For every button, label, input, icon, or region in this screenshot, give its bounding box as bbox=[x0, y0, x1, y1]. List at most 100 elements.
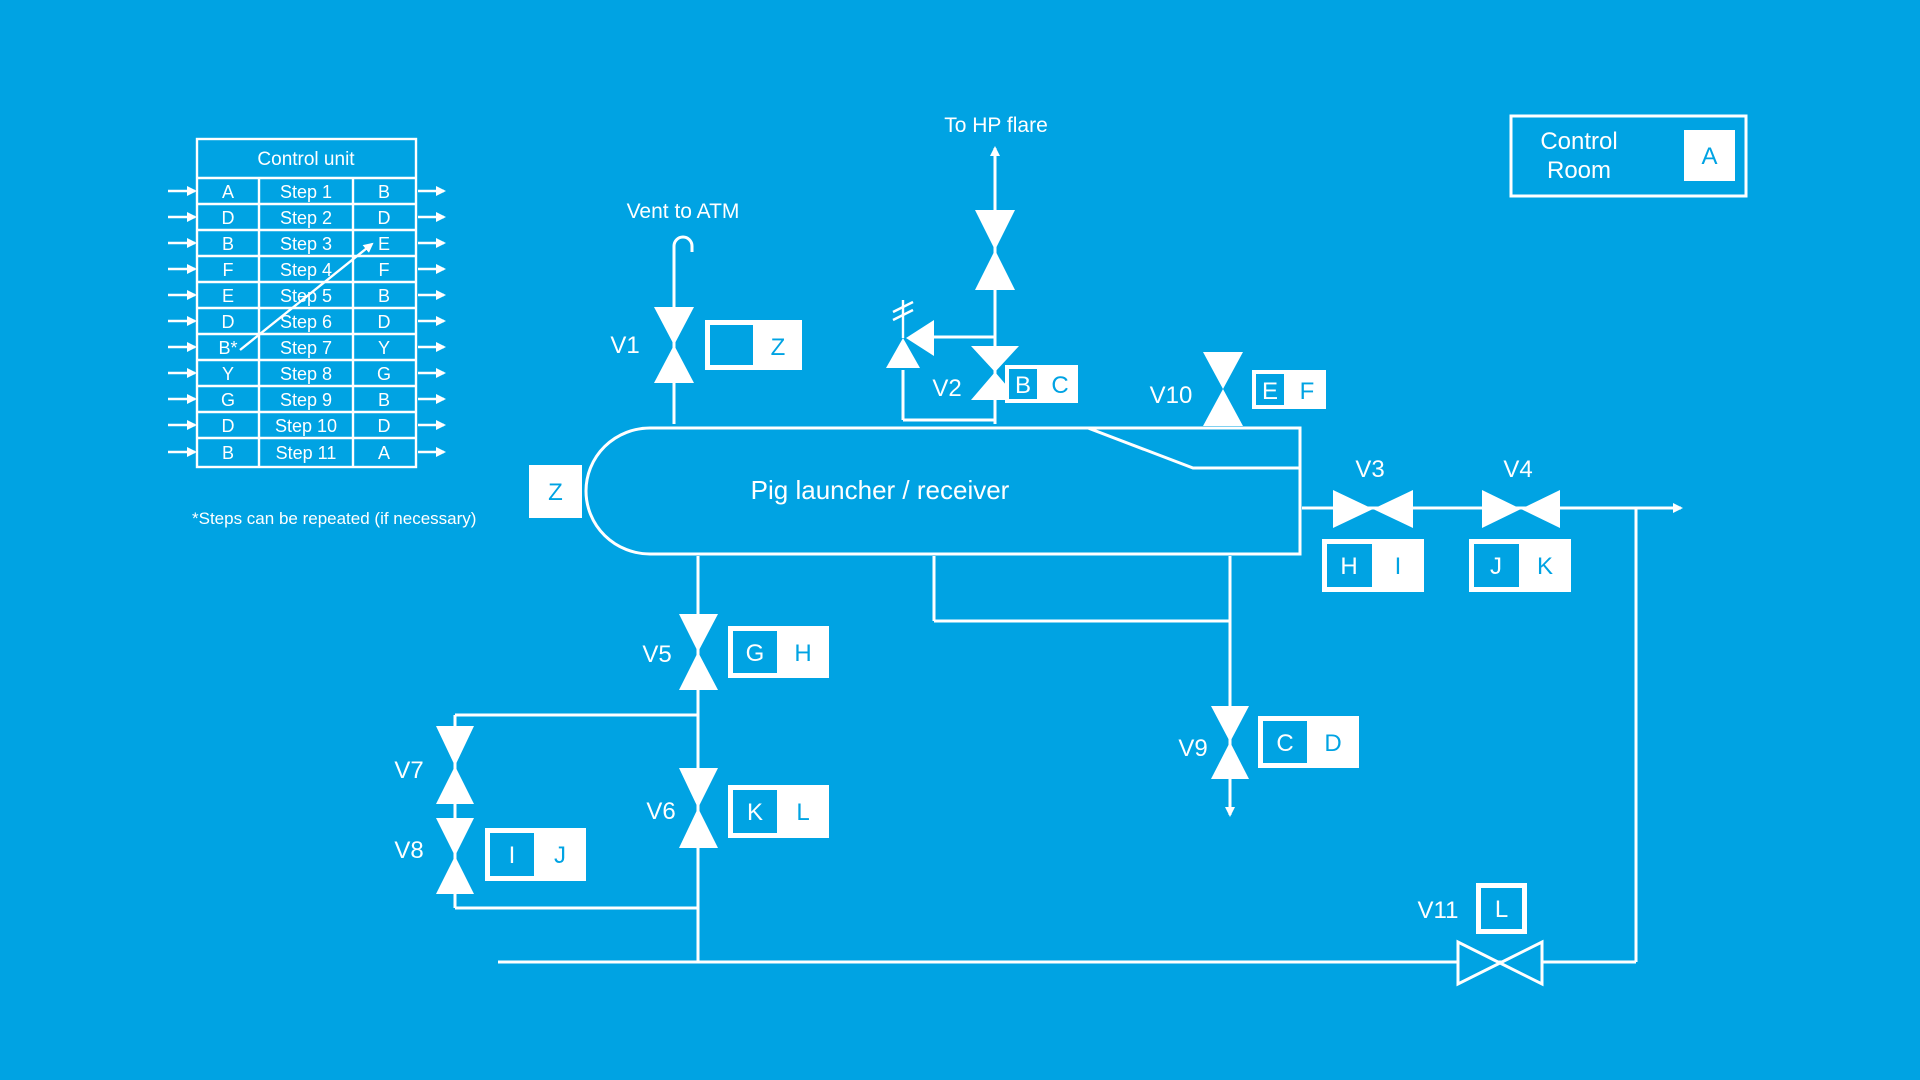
tag-left: I bbox=[509, 842, 516, 869]
control-room-code: A bbox=[1701, 143, 1717, 170]
table-row: B Step 3 E bbox=[222, 234, 390, 254]
row-step: Step 4 bbox=[280, 260, 332, 280]
row-output: G bbox=[377, 364, 391, 384]
row-output: B bbox=[378, 286, 390, 306]
tag-right: H bbox=[794, 640, 811, 667]
row-output: D bbox=[378, 208, 391, 228]
valve-v10-label: V10 bbox=[1150, 382, 1193, 409]
row-input: D bbox=[222, 208, 235, 228]
repeat-arrow-icon bbox=[239, 242, 374, 351]
row-input: B bbox=[222, 234, 234, 254]
valve-v9-label: V9 bbox=[1178, 735, 1207, 762]
tag-left: K bbox=[747, 799, 763, 826]
valve-v5[interactable] bbox=[679, 614, 718, 690]
tag-left: H bbox=[1340, 553, 1357, 580]
control-room: Control Room A bbox=[1509, 114, 1748, 198]
valve-v1[interactable] bbox=[654, 307, 694, 383]
row-output: Y bbox=[378, 338, 390, 358]
valve-v10-tags: E F bbox=[1252, 370, 1326, 409]
valve-v11-tags: L bbox=[1476, 883, 1527, 934]
valve-v4[interactable] bbox=[1482, 490, 1560, 528]
tag-left: B bbox=[1015, 372, 1031, 399]
valve-v2-tags: B C bbox=[1005, 365, 1078, 403]
tag-left: G bbox=[746, 640, 765, 667]
row-step: Step 8 bbox=[280, 364, 332, 384]
valve-v6[interactable] bbox=[679, 768, 718, 848]
row-step: Step 2 bbox=[280, 208, 332, 228]
control-unit-table: Control unit A Step 1 B D Step 2 D bbox=[168, 137, 476, 528]
tag-right: L bbox=[796, 799, 809, 826]
row-output: A bbox=[378, 443, 390, 463]
row-input: E bbox=[222, 286, 234, 306]
row-output: E bbox=[378, 234, 390, 254]
valve-v4-tags: J K bbox=[1469, 539, 1571, 592]
table-row: Y Step 8 G bbox=[222, 364, 391, 384]
tag-right: C bbox=[1051, 372, 1068, 399]
valve-v7[interactable] bbox=[436, 726, 474, 804]
valve-v1-label: V1 bbox=[610, 332, 639, 359]
control-unit-title: Control unit bbox=[257, 149, 355, 170]
table-row: G Step 9 B bbox=[221, 390, 390, 410]
valve-v5-label: V5 bbox=[642, 641, 671, 668]
row-input: F bbox=[223, 260, 234, 280]
table-row: D Step 6 D bbox=[222, 312, 391, 332]
valve-v3-tags: H I bbox=[1322, 539, 1424, 592]
valve-v1-tags: Z bbox=[705, 320, 802, 370]
valve-v7-label: V7 bbox=[394, 757, 423, 784]
row-input: B bbox=[222, 443, 234, 463]
row-step: Step 3 bbox=[280, 234, 332, 254]
input-arrows bbox=[168, 186, 197, 457]
row-step: Step 6 bbox=[280, 312, 332, 332]
valve-v3[interactable] bbox=[1333, 490, 1413, 528]
table-row: D Step 10 D bbox=[222, 416, 391, 436]
valve-v9[interactable] bbox=[1211, 706, 1249, 779]
control-room-label-line1: Control bbox=[1540, 128, 1617, 155]
valve-v5-tags: G H bbox=[728, 626, 829, 678]
row-input: D bbox=[222, 312, 235, 332]
row-step: Step 11 bbox=[276, 443, 337, 463]
valve-v8[interactable] bbox=[436, 818, 474, 894]
tag-single: L bbox=[1495, 896, 1508, 923]
vessel-end-tag: Z bbox=[548, 479, 563, 506]
row-input: B* bbox=[218, 338, 237, 358]
valve-v11[interactable] bbox=[1456, 939, 1544, 987]
output-arrows bbox=[418, 186, 446, 457]
valve-v11-label: V11 bbox=[1418, 897, 1459, 924]
control-room-label-line2: Room bbox=[1547, 157, 1611, 184]
tag-left: C bbox=[1276, 730, 1293, 757]
row-output: D bbox=[378, 416, 391, 436]
tag-left: E bbox=[1262, 378, 1278, 405]
tag-right: Z bbox=[771, 334, 786, 361]
row-input: D bbox=[222, 416, 235, 436]
row-output: B bbox=[378, 182, 390, 202]
tag-left: J bbox=[1490, 553, 1502, 580]
valve-hp-flare[interactable] bbox=[975, 210, 1015, 290]
valve-v6-tags: K L bbox=[728, 785, 829, 838]
table-row: D Step 2 D bbox=[222, 208, 391, 228]
valve-v9-tags: C D bbox=[1258, 716, 1359, 768]
row-output: D bbox=[378, 312, 391, 332]
table-grid bbox=[197, 178, 416, 467]
table-row: F Step 4 F bbox=[223, 260, 390, 280]
relief-valve-icon bbox=[886, 300, 934, 368]
row-output: F bbox=[379, 260, 390, 280]
valve-v10[interactable] bbox=[1203, 352, 1243, 426]
footnote: *Steps can be repeated (if necessary) bbox=[192, 509, 476, 528]
row-step: Step 10 bbox=[275, 416, 337, 436]
valve-v3-label: V3 bbox=[1355, 456, 1384, 483]
tag-right: J bbox=[554, 842, 566, 869]
row-input: Y bbox=[222, 364, 234, 384]
tag-right: K bbox=[1537, 553, 1553, 580]
tag-right: D bbox=[1324, 730, 1341, 757]
tag-right: F bbox=[1300, 378, 1315, 405]
vent-label: Vent to ATM bbox=[627, 200, 740, 223]
row-output: B bbox=[378, 390, 390, 410]
hp-flare-label: To HP flare bbox=[944, 114, 1048, 137]
row-step: Step 9 bbox=[280, 390, 332, 410]
table-row: A Step 1 B bbox=[222, 182, 390, 202]
valve-v8-label: V8 bbox=[394, 837, 423, 864]
tag-right: I bbox=[1395, 553, 1402, 580]
valve-v6-label: V6 bbox=[646, 798, 675, 825]
row-input: G bbox=[221, 390, 235, 410]
